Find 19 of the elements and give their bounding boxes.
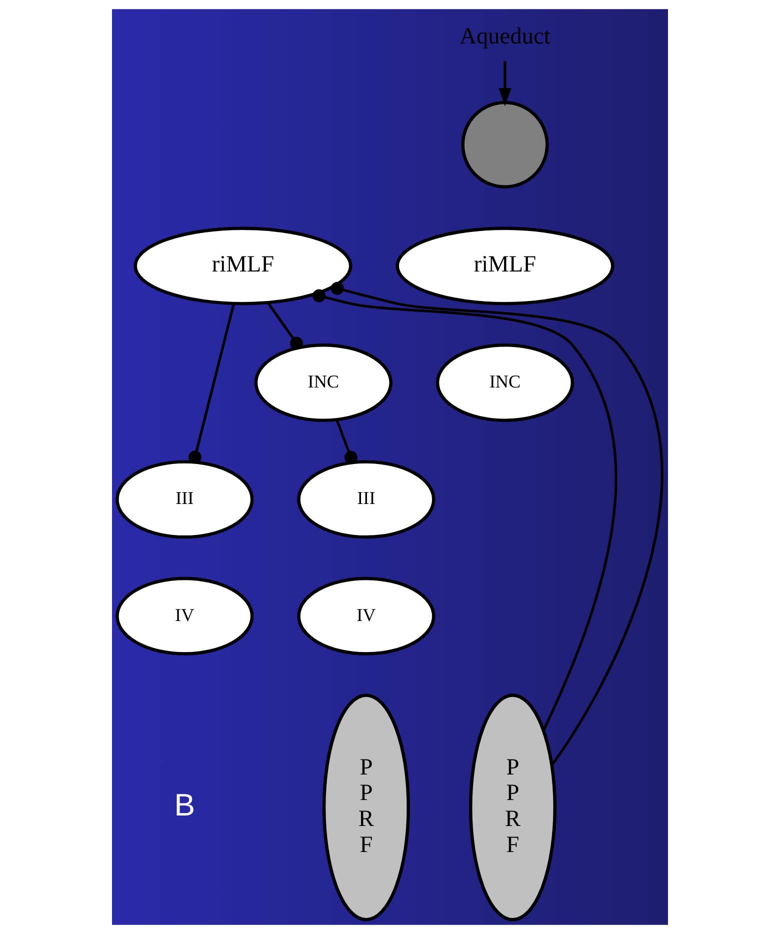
connector [330,281,663,766]
node-ellipse: INC [436,342,574,422]
connector [188,303,235,464]
connector [266,302,304,350]
node-ellipse: riMLF [396,226,614,305]
connector [336,419,358,464]
node-ellipse: P P R F [322,693,410,921]
node-ellipse: III [297,460,436,538]
connector [312,288,618,730]
node-ellipse: P P R F [469,693,557,921]
node-ellipse: III [116,460,254,538]
label: B [174,786,196,822]
arrow [498,60,512,106]
node-text: Aqueduct [460,22,550,49]
node-ellipse: INC [254,342,392,422]
node-ellipse: IV [116,576,254,655]
node-circle [461,100,549,188]
node-ellipse: riMLF [134,226,352,305]
node-ellipse: IV [297,576,436,655]
